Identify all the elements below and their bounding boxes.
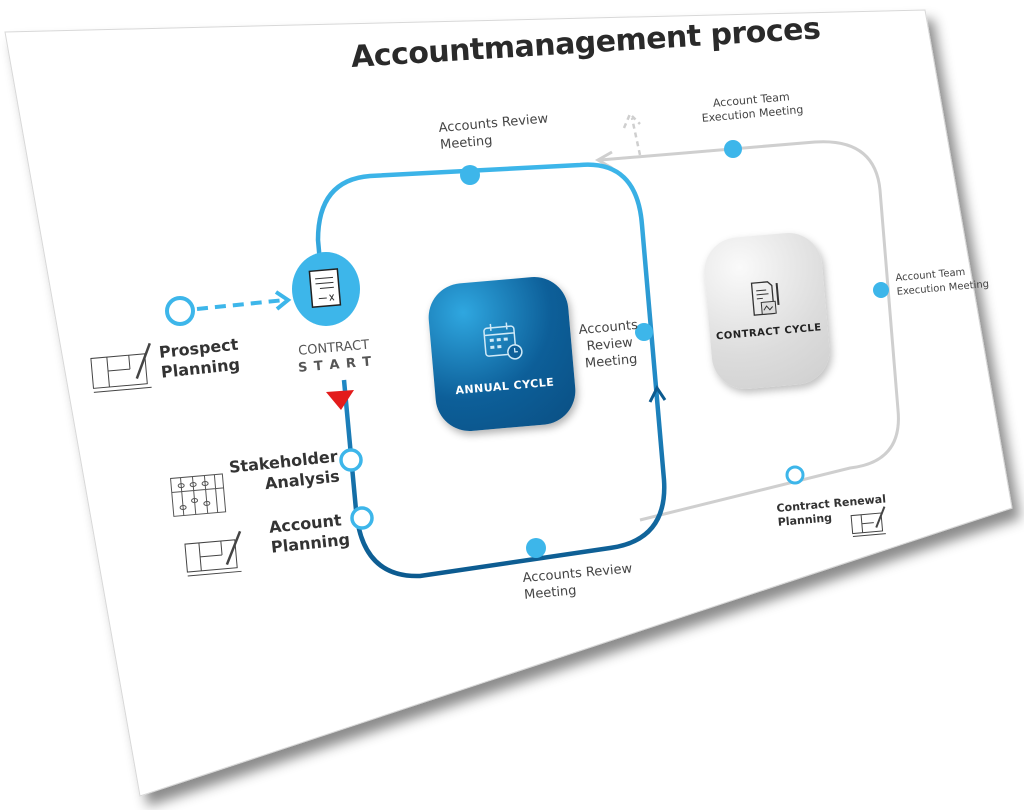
planning-board-icon <box>850 506 886 538</box>
annual-cycle-loop <box>315 162 667 579</box>
account-planning-label: Account Planning <box>268 510 351 558</box>
review-right-node[interactable] <box>635 323 653 341</box>
prospect-dashed-arrow <box>196 298 286 311</box>
contract-cycle-loop <box>599 140 900 522</box>
contract-cycle-card[interactable]: CONTRACT CYCLE <box>701 230 833 392</box>
prospect-planning-label: Prospect Planning <box>158 335 241 383</box>
arrowhead-icon <box>274 290 292 311</box>
contract-start-label: CONTRACT S T A R T <box>296 337 373 377</box>
contract-document-icon <box>750 281 780 316</box>
prospect-node[interactable] <box>165 296 195 326</box>
start-marker-icon <box>326 390 354 410</box>
team-exec-right-node[interactable] <box>873 282 889 298</box>
annual-cycle-card[interactable]: ANNUAL CYCLE <box>425 274 579 434</box>
loop-up-arrow-icon <box>648 385 667 403</box>
branch-dashed-arrow-icon <box>622 111 642 156</box>
account-planning-node[interactable] <box>350 506 374 530</box>
stakeholder-grid-icon <box>169 473 227 517</box>
review-bottom-node[interactable] <box>526 538 546 558</box>
planning-board-icon <box>184 530 242 577</box>
team-exec-top-node[interactable] <box>724 140 742 158</box>
contract-cycle-label: CONTRACT CYCLE <box>715 322 823 343</box>
review-right-label: Accounts Review Meeting <box>578 317 641 373</box>
signed-document-icon <box>308 268 342 309</box>
contract-renewal-node[interactable] <box>785 465 805 485</box>
calendar-clock-icon <box>483 322 523 360</box>
stakeholder-node[interactable] <box>339 448 363 472</box>
annual-cycle-label: ANNUAL CYCLE <box>454 375 555 398</box>
review-top-node[interactable] <box>460 165 480 185</box>
planning-board-icon <box>90 342 152 393</box>
